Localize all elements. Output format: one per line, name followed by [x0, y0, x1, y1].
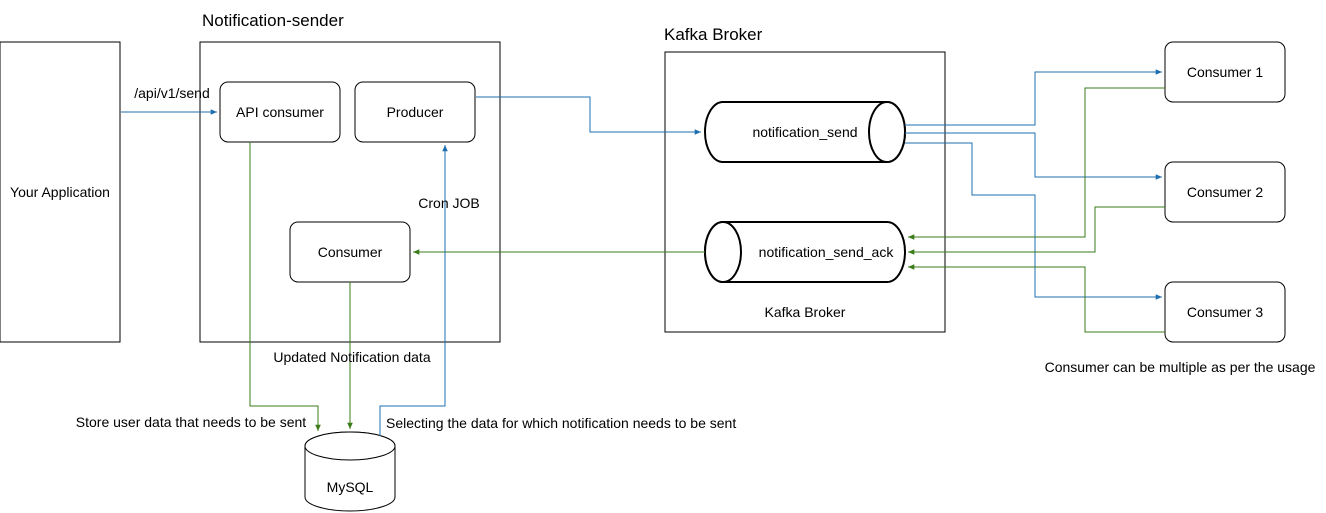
send-to-consumer-2-arrow [905, 132, 1162, 180]
kafka-broker-inner-label: Kafka Broker [765, 304, 846, 320]
cron-job-label: Cron JOB [418, 195, 479, 211]
notification-send-label: notification_send [752, 124, 857, 140]
your-application-label: Your Application [10, 184, 110, 200]
api-consumer-label: API consumer [236, 104, 324, 120]
consumer-2-label: Consumer 2 [1187, 184, 1263, 200]
kafka-broker-container [664, 51, 946, 333]
consumer-3-box [1164, 281, 1286, 343]
consumer-3-to-ack-arrow [908, 264, 1165, 333]
consumer-2-to-ack-arrow [908, 206, 1165, 255]
consumers-note: Consumer can be multiple as per the usag… [1045, 359, 1316, 375]
consumer-1-to-ack-arrow [908, 87, 1165, 240]
producer-label: Producer [387, 104, 444, 120]
mysql-label: MySQL [327, 479, 374, 495]
producer-to-send-arrow [476, 96, 701, 135]
updated-data-label: Updated Notification data [273, 349, 430, 365]
sender-consumer-label: Consumer [318, 244, 383, 260]
send-to-consumer-1-arrow [905, 69, 1162, 126]
notification-send-ack-label: notification_send_ack [759, 244, 895, 260]
api-send-label: /api/v1/send [134, 85, 210, 101]
your-application-box [0, 41, 121, 343]
cron-job-arrow [379, 145, 448, 436]
consumer-1-box [1164, 41, 1286, 103]
consumer-1-label: Consumer 1 [1187, 64, 1263, 80]
api-consumer-box [219, 81, 341, 143]
consumer-3-label: Consumer 3 [1187, 304, 1263, 320]
send-to-consumer-3-arrow [905, 142, 1162, 300]
selecting-data-label: Selecting the data for which notificatio… [386, 415, 736, 431]
mysql-database [304, 431, 396, 512]
store-user-data-label: Store user data that needs to be sent [76, 414, 306, 430]
producer-box [354, 81, 476, 143]
notification-send-ack-topic [704, 221, 906, 283]
notification-sender-title: Notification-sender [202, 11, 344, 30]
store-user-data-arrow [249, 142, 321, 431]
consumer-2-box [1164, 161, 1286, 223]
kafka-broker-title: Kafka Broker [664, 25, 763, 44]
notification-send-topic [704, 101, 906, 163]
